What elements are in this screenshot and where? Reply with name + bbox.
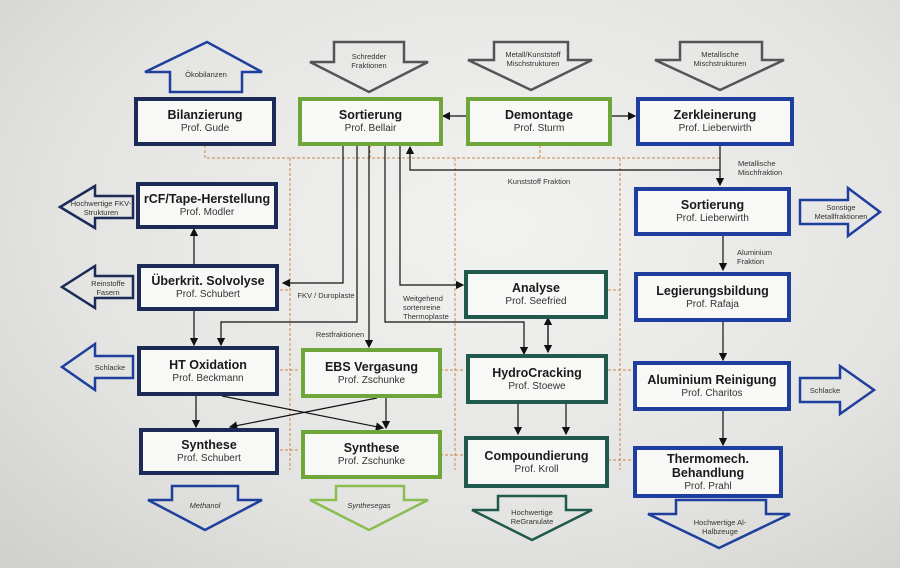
box-professor: Prof. Lieberwirth xyxy=(678,123,752,134)
big-arrow-schredder xyxy=(309,40,429,94)
box-zerkleinerung: Zerkleinerung Prof. Lieberwirth xyxy=(636,97,794,146)
box-professor: Prof. Prahl xyxy=(684,480,732,492)
label-schlacke-right: Schlacke xyxy=(809,386,841,395)
box-professor: Prof. Kroll xyxy=(514,463,559,475)
box-professor: Prof. Gude xyxy=(180,123,230,134)
box-title: HydroCracking xyxy=(492,365,582,380)
box-title: HT Oxidation xyxy=(169,357,247,372)
label-halbzeuge: Hochwertige Al-Halbzeuge xyxy=(693,518,747,536)
big-arrow-regranulate xyxy=(471,494,593,542)
box-ebs-vergasung: EBS Vergasung Prof. Zschunke xyxy=(301,348,442,398)
box-synthese-zschunke: Synthese Prof. Zschunke xyxy=(301,430,442,479)
box-title: Sortierung xyxy=(680,198,745,212)
box-title: Thermomech. Behandlung xyxy=(667,451,749,480)
box-title: Demontage xyxy=(504,108,574,122)
box-title: Synthese xyxy=(181,438,237,452)
box-hydrocracking: HydroCracking Prof. Stoewe xyxy=(466,354,608,404)
box-title: Synthese xyxy=(343,441,400,455)
box-professor: Prof. Schubert xyxy=(176,289,240,300)
box-title: Sortierung xyxy=(338,108,403,122)
label-metallische: Metallische Mischstrukturen xyxy=(693,50,747,68)
box-sortierung-bellair: Sortierung Prof. Bellair xyxy=(298,97,443,146)
big-arrow-metallische xyxy=(654,40,785,92)
label-kunststoff-fraktion: Kunststoff Fraktion xyxy=(507,177,571,186)
box-rcf-tape: rCF/Tape-Herstellung Prof. Modler xyxy=(136,182,278,229)
box-title: Analyse xyxy=(512,281,560,295)
box-professor: Prof. Schubert xyxy=(177,453,241,464)
label-restfraktionen: Restfraktionen xyxy=(315,330,365,339)
big-arrow-reinstoffe xyxy=(59,263,135,311)
box-title: rCF/Tape-Herstellung xyxy=(143,192,271,206)
box-bilanzierung: Bilanzierung Prof. Gude xyxy=(134,97,276,146)
label-hochwertige-fkv: Hochwertige FKV-Strukturen xyxy=(70,199,132,217)
label-aluminium-fraktion: Aluminium Fraktion xyxy=(737,248,773,266)
box-synthese-schubert: Synthese Prof. Schubert xyxy=(139,428,279,475)
big-arrow-schlacke-right xyxy=(798,363,877,417)
box-compoundierung: Compoundierung Prof. Kroll xyxy=(464,436,609,488)
box-professor: Prof. Sturm xyxy=(513,123,565,134)
box-title: Aluminium Reinigung xyxy=(647,372,777,387)
label-oekobilanzen: Ökobilanzen xyxy=(185,70,227,79)
label-fkv-duroplaste: FKV / Duroplaste xyxy=(297,291,355,300)
box-professor: Prof. Zschunke xyxy=(337,374,406,386)
big-arrow-halbzeuge xyxy=(647,498,791,550)
label-schredder: Schredder Fraktionen xyxy=(351,52,387,70)
box-demontage: Demontage Prof. Sturm xyxy=(466,97,612,146)
box-title: Zerkleinerung xyxy=(673,108,757,122)
label-weitgehend: Weitgehend sortenreine Thermoplaste xyxy=(403,294,449,321)
big-arrow-synthesegas xyxy=(309,484,429,532)
box-professor: Prof. Rafaja xyxy=(686,298,739,310)
box-title: Compoundierung xyxy=(484,448,589,463)
box-title: Legierungsbildung xyxy=(656,283,769,298)
box-professor: Prof. Modler xyxy=(179,207,235,218)
box-solvolyse: Überkrit. Solvolyse Prof. Schubert xyxy=(137,264,279,311)
box-professor: Prof. Charitos xyxy=(681,387,743,399)
big-arrow-metall-kunststoff xyxy=(467,40,593,92)
box-professor: Prof. Lieberwirth xyxy=(676,213,749,224)
label-schlacke-left: Schlacke xyxy=(94,363,126,372)
big-arrow-hochwertige-fkv xyxy=(57,183,135,231)
box-aluminium-reinigung: Aluminium Reinigung Prof. Charitos xyxy=(633,361,791,411)
box-title: EBS Vergasung xyxy=(324,359,419,374)
big-arrow-methanol xyxy=(147,484,263,532)
label-sonstige: Sonstige Metallfraktionen xyxy=(814,203,868,221)
label-regranulate: Hochwertige ReGranulate xyxy=(510,508,554,526)
box-sortierung-lieberwirth: Sortierung Prof. Lieberwirth xyxy=(634,187,791,236)
box-analyse: Analyse Prof. Seefried xyxy=(464,270,608,319)
box-professor: Prof. Bellair xyxy=(344,123,397,134)
box-title: Bilanzierung xyxy=(167,108,243,122)
box-title: Überkrit. Solvolyse xyxy=(151,274,265,288)
dashed-network xyxy=(204,145,721,470)
label-metall-kunststoff: Metall/Kunststoff Mischstrukturen xyxy=(505,50,561,68)
box-ht-oxidation: HT Oxidation Prof. Beckmann xyxy=(137,346,279,396)
box-legierungsbildung: Legierungsbildung Prof. Rafaja xyxy=(634,272,791,322)
big-arrow-oekobilanzen xyxy=(144,40,263,94)
box-professor: Prof. Seefried xyxy=(505,296,567,307)
label-reinstoffe: Reinstoffe Fasern xyxy=(91,279,125,297)
box-thermomech: Thermomech. Behandlung Prof. Prahl xyxy=(633,446,783,498)
box-professor: Prof. Beckmann xyxy=(172,372,244,384)
box-professor: Prof. Zschunke xyxy=(337,456,406,467)
big-arrow-schlacke-left xyxy=(59,341,135,393)
box-professor: Prof. Stoewe xyxy=(508,380,566,392)
label-metallische-mischfraktion: Metallische Mischfraktion xyxy=(738,159,783,177)
big-arrow-sonstige xyxy=(798,185,883,239)
label-methanol: Methanol xyxy=(189,501,221,510)
label-synthesegas: Synthesegas xyxy=(347,501,391,510)
